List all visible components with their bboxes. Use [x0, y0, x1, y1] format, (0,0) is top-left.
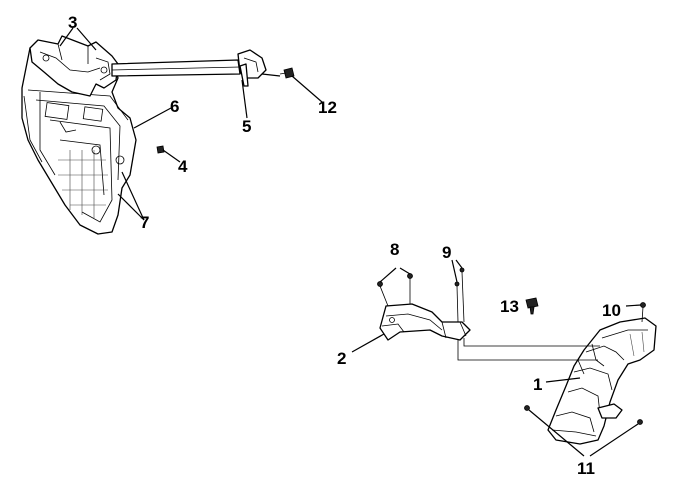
callout-2: 2 — [337, 349, 346, 368]
leaders-upper — [59, 27, 323, 221]
callout-13: 13 — [500, 297, 519, 316]
callout-11: 11 — [577, 459, 595, 478]
callout-labels: 3 5 6 4 7 12 8 9 13 10 2 1 11 — [68, 13, 621, 478]
callout-5: 5 — [242, 117, 251, 136]
callout-9: 9 — [442, 243, 451, 262]
leaders-lower — [351, 259, 642, 457]
part-11-bolts — [524, 405, 643, 425]
part-1-rear-fender — [547, 317, 657, 445]
callout-7: 7 — [140, 213, 149, 232]
part-5-rod-latch — [111, 49, 281, 87]
callout-10: 10 — [602, 301, 621, 320]
part-10-screw — [640, 302, 646, 323]
callout-4: 4 — [178, 157, 188, 176]
connector-rod — [457, 338, 600, 361]
callout-12: 12 — [318, 98, 337, 117]
callout-6: 6 — [170, 97, 179, 116]
part-2-small-bracket — [379, 303, 471, 341]
part-12-bolt — [279, 67, 295, 79]
part-9-screws — [454, 267, 465, 323]
part-8-screws — [377, 273, 413, 307]
part-6-bracket-panel — [21, 43, 137, 235]
callout-8: 8 — [390, 240, 399, 259]
part-13-bolt — [525, 297, 539, 315]
callout-1: 1 — [533, 375, 542, 394]
part-3-top-mount — [29, 35, 119, 97]
part-4-bolt — [156, 145, 181, 163]
callout-3: 3 — [68, 13, 77, 32]
